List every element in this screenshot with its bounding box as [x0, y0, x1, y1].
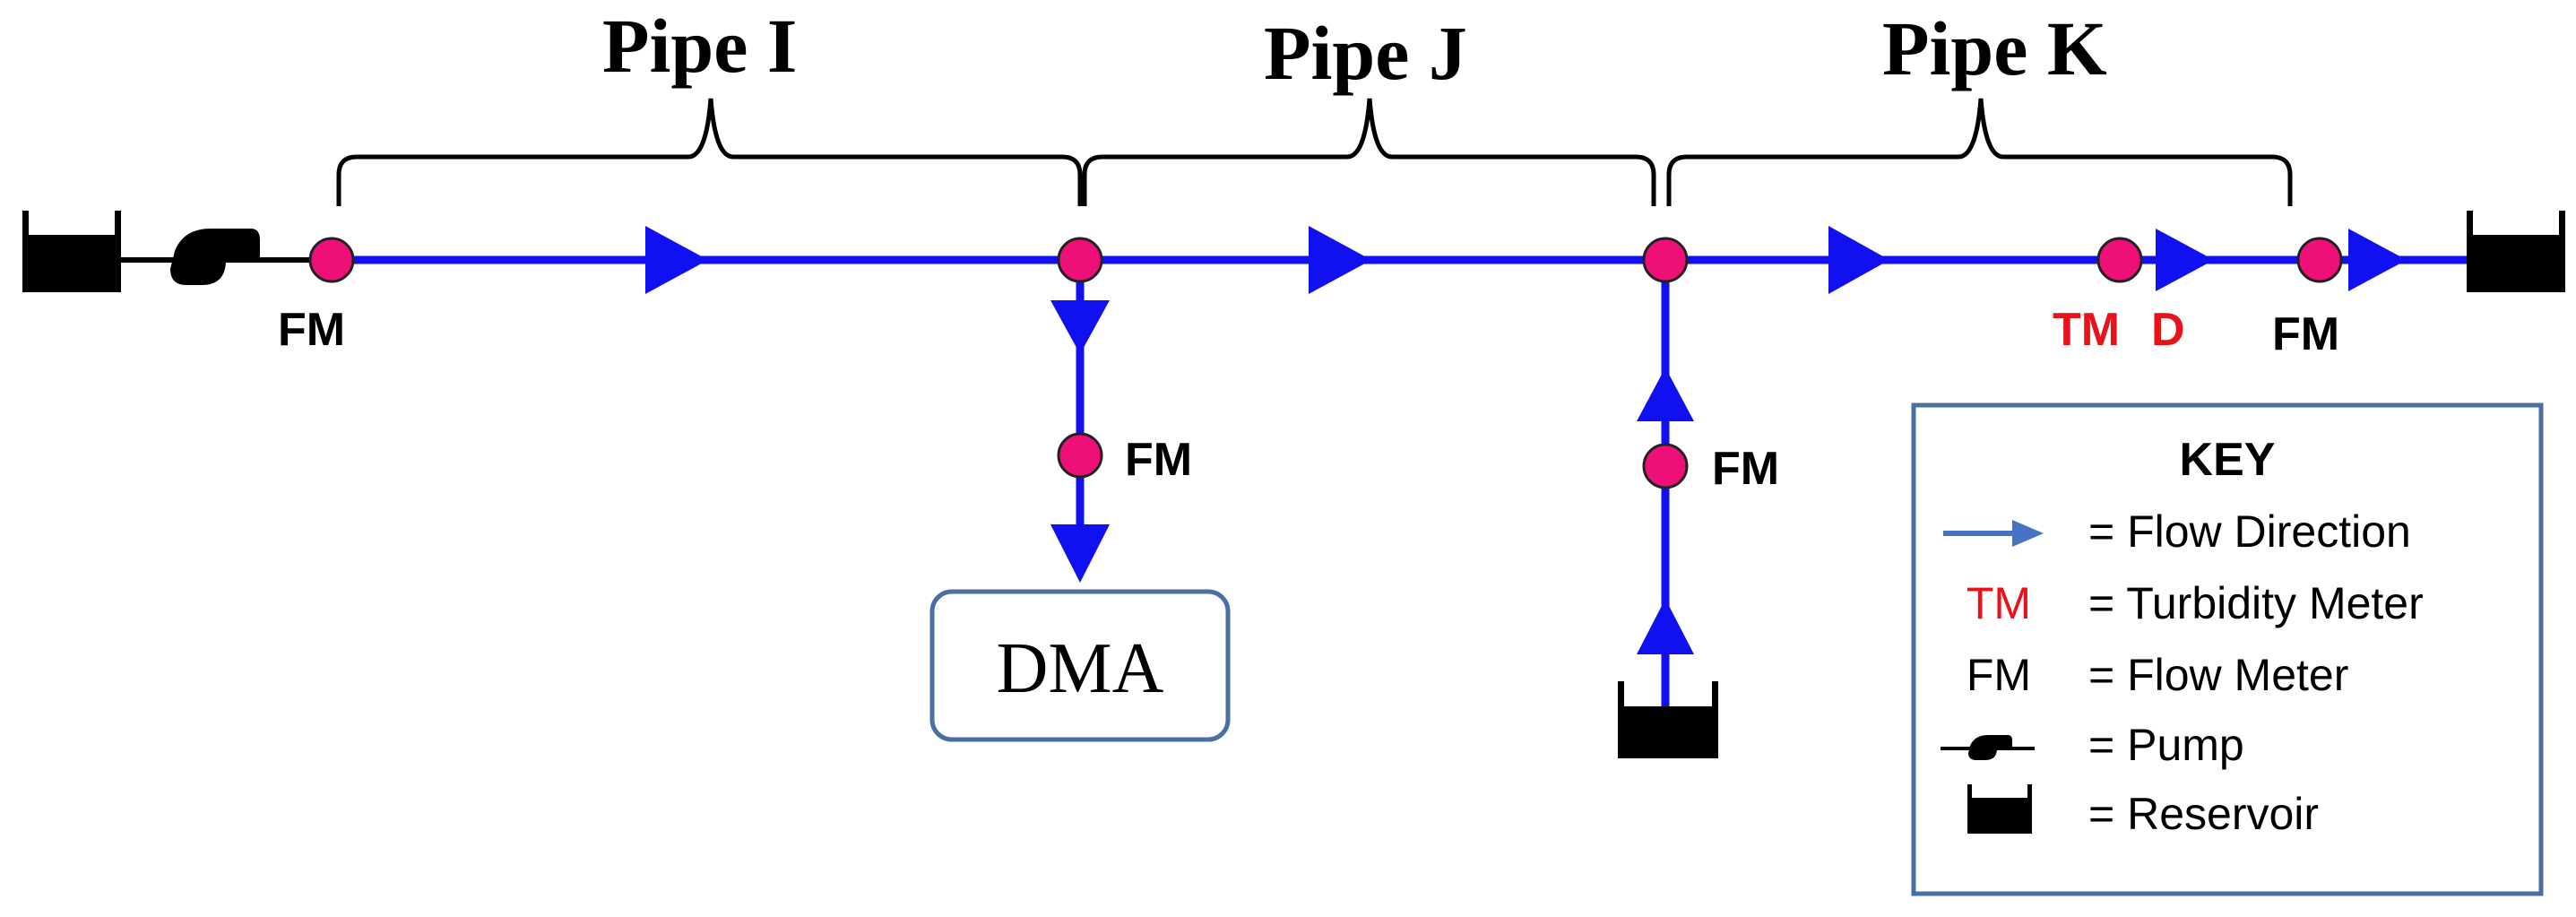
pump-icon: [170, 229, 260, 285]
pipe-k-brace: [1666, 98, 2293, 206]
key-reservoir-icon: [1967, 784, 2032, 834]
pipe-j-label: Pipe J: [1264, 10, 1467, 96]
key-reservoir-text: = Reservoir: [2088, 789, 2319, 839]
tm-label: TM: [2053, 304, 2120, 356]
flow-arrow-4: [2156, 229, 2214, 291]
outlet-reservoir-icon: [2467, 211, 2565, 292]
flow-arrow-inflow-1: [1637, 368, 1694, 421]
key-flow-text: = Flow Direction: [2088, 506, 2411, 557]
pipe-i-label: Pipe I: [602, 3, 797, 89]
fm-dma-label: FM: [1125, 434, 1192, 486]
key-pump-icon: [1941, 735, 2035, 760]
node-source-fm: [308, 237, 355, 283]
node-inflow-fm: [1642, 443, 1689, 489]
flow-arrow-dma-2: [1050, 524, 1110, 583]
fm-source-label: FM: [278, 304, 345, 356]
node-junction-ij: [1057, 237, 1103, 283]
dma-label: DMA: [997, 629, 1164, 708]
node-tm: [2096, 237, 2143, 283]
dma-box: [929, 589, 1231, 742]
key-flow-arrow-icon: [1943, 520, 2044, 547]
node-dma-fm: [1057, 432, 1103, 479]
node-outlet-fm: [2296, 237, 2343, 283]
flow-arrow-inflow-2: [1637, 599, 1694, 654]
key-title: KEY: [2180, 434, 2276, 486]
inflow-reservoir-icon: [1618, 681, 1718, 758]
pipe-k-label: Pipe K: [1882, 5, 2107, 91]
pipe-j-brace: [1082, 98, 1656, 206]
source-reservoir-icon: [22, 211, 121, 292]
fm-outlet-label: FM: [2272, 308, 2339, 360]
key-pump-text: = Pump: [2088, 720, 2244, 770]
d-label: D: [2151, 304, 2185, 356]
flow-arrow-2: [1309, 226, 1371, 294]
fm-inflow-label: FM: [1712, 443, 1779, 495]
node-junction-jk: [1642, 237, 1689, 283]
key-tm-symbol: TM: [1967, 578, 2031, 628]
key-tm-text: = Turbidity Meter: [2088, 578, 2424, 628]
pipe-i-brace: [336, 98, 1083, 206]
flow-arrow-dma-1: [1050, 300, 1110, 354]
key-fm-symbol: FM: [1967, 650, 2031, 700]
flow-arrow-5: [2348, 229, 2407, 291]
key-fm-text: = Flow Meter: [2088, 650, 2348, 700]
flow-arrow-3: [1828, 226, 1889, 294]
flow-arrow-1: [645, 226, 708, 294]
